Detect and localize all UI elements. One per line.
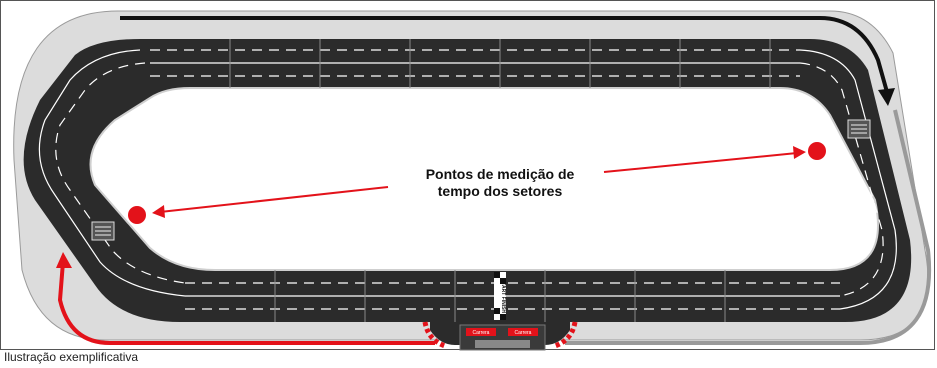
- pointer-line-left: [159, 186, 389, 213]
- brand-label-1: Carrera: [473, 330, 490, 336]
- pointer-line-right: [603, 152, 798, 173]
- measurement-point-right: [808, 142, 826, 160]
- start-finish-label: START FINISH: [500, 279, 506, 313]
- direction-arrow-gray: [565, 109, 932, 345]
- start-finish-line: START FINISH: [494, 272, 506, 320]
- pit-curb-right: [554, 321, 578, 349]
- pointer-arrowhead-right: [793, 146, 806, 159]
- lane-lines-right: [799, 49, 897, 310]
- lane-lines-bottom: [185, 282, 840, 310]
- control-unit: Carrera Carrera: [430, 322, 570, 351]
- direction-arrow-dark: [120, 16, 889, 93]
- sector-gate-left: [91, 221, 115, 241]
- arrowhead-red: [56, 252, 72, 268]
- measurement-point-left: [128, 206, 146, 224]
- lane-lines-top: [150, 49, 800, 77]
- track-segment-dividers: [229, 39, 771, 322]
- brand-label-2: Carrera: [515, 330, 532, 336]
- caption: Ilustração exemplificativa: [4, 350, 139, 364]
- pit-curb-left: [422, 321, 446, 349]
- sector-gate-right: [847, 119, 871, 139]
- pointer-arrowhead-left: [152, 205, 165, 218]
- lane-lines-left: [38, 49, 186, 297]
- arrowhead-dark: [878, 88, 895, 106]
- direction-arrow-red: [57, 261, 435, 345]
- callout-line-2: tempo dos setores: [437, 183, 563, 199]
- sector-callout: Pontos de medição de tempo dos setores: [380, 166, 620, 200]
- infield: [89, 87, 879, 271]
- callout-line-1: Pontos de medição de: [425, 166, 575, 182]
